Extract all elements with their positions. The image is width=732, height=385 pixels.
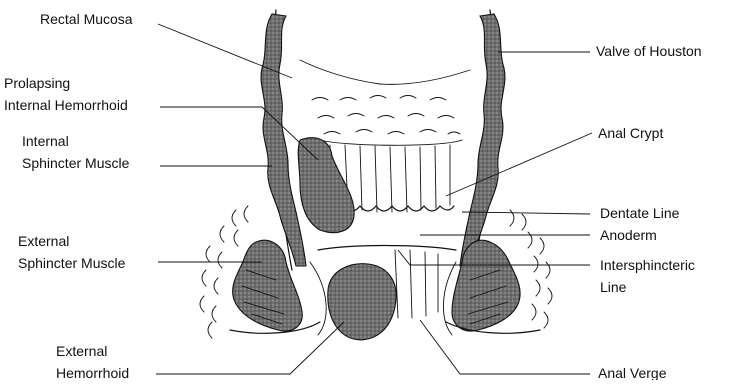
label-prolapsing-internal-hemorrhoid-line2: Internal Hemorrhoid [4, 97, 128, 113]
label-external-hemorrhoid-line1: External [56, 343, 107, 359]
label-internal-sphincter-line2: Sphincter Muscle [22, 155, 130, 171]
rectal-mucosa-folds [300, 60, 470, 134]
label-prolapsing-internal-hemorrhoid-line1: Prolapsing [4, 75, 70, 91]
label-valve-of-houston: Valve of Houston [596, 43, 702, 59]
label-anal-crypt: Anal Crypt [598, 125, 663, 141]
perianal-fat-right [510, 210, 552, 328]
label-internal-sphincter-line1: Internal [22, 133, 69, 149]
label-dentate-line: Dentate Line [600, 205, 680, 221]
label-external-hemorrhoid-line2: Hemorrhoid [56, 365, 129, 380]
label-intersphincteric-line2: Line [600, 279, 627, 295]
left-external-sphincter-muscle [233, 240, 303, 331]
label-external-sphincter-line1: External [18, 233, 69, 249]
left-rectal-muscle-wall [261, 14, 306, 266]
label-anal-verge: Anal Verge [598, 365, 667, 380]
label-anoderm: Anoderm [600, 227, 657, 243]
label-external-sphincter-line2: Sphincter Muscle [18, 255, 126, 271]
external-hemorrhoid [328, 264, 396, 340]
label-intersphincteric-line1: Intersphincteric [600, 257, 695, 273]
label-rectal-mucosa: Rectal Mucosa [40, 11, 133, 27]
